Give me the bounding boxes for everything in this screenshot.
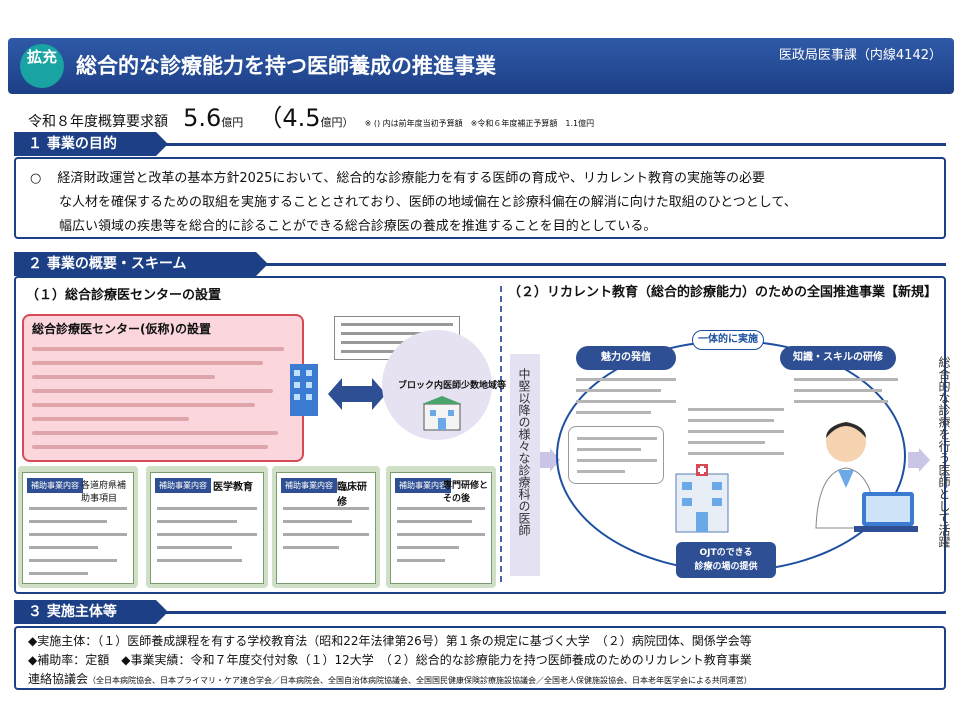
support-title-2: 医学教育	[213, 482, 253, 493]
support-title-4: 専門研修とその後	[443, 481, 489, 504]
left-vertical-label: 中堅以降の様々な診療科の医師	[517, 368, 531, 536]
section-2-rule	[260, 263, 946, 266]
support-box-2: 補助事業内容 医学教育	[150, 472, 264, 584]
budget-line: 令和８年度概算要求額 5.6億円 （4.5億円） ※ () 内は前年度当初予算額…	[28, 98, 594, 133]
impl-line-3-main: 連絡協議会	[28, 672, 89, 686]
attractiveness-pill: 魅力の発信	[576, 346, 676, 370]
support-tag-3: 補助事業内容	[281, 478, 337, 493]
left-vertical-band	[510, 354, 540, 576]
training-pill: 知識・スキルの研修	[780, 346, 896, 370]
section-1-heading: １ 事業の目的	[14, 132, 168, 156]
purpose-text-1: 経済財政運営と改革の基本方針2025において、総合的な診療能力を有する医師の育成…	[57, 171, 765, 186]
center-title: 総合診療医センター(仮称)の設置	[32, 322, 211, 336]
purpose-box: ○ 経済財政運営と改革の基本方針2025において、総合的な診療能力を有する医師の育…	[14, 157, 946, 239]
double-arrow-icon	[328, 378, 386, 410]
header-banner: 拡充 総合的な診療能力を持つ医師養成の推進事業 医政局医事課（内線4142）	[8, 38, 954, 94]
support-box-1: 補助事業内容 各道府県補助事項目	[22, 472, 134, 584]
budget-prev: （4.5	[258, 104, 321, 132]
ojt-line-1: OJTのできる	[699, 548, 753, 558]
scheme-box: （１）総合診療医センターの設置 （２）リカレント教育（総合的診療能力）のための全…	[14, 276, 951, 594]
section-2-heading: ２ 事業の概要・スキーム	[14, 252, 268, 276]
scheme-sub-2: （２）リカレント教育（総合的診療能力）のための全国推進事業【新規】	[508, 285, 938, 300]
integrated-pill: 一体的に実施	[692, 330, 764, 350]
section-1-rule	[160, 143, 946, 146]
doctor-at-laptop-icon	[815, 422, 918, 532]
ojt-site-box: OJTのできる 診療の場の提供	[676, 542, 776, 578]
training-text	[794, 378, 898, 411]
ojt-line-2: 診療の場の提供	[694, 562, 758, 572]
section-3-rule	[160, 611, 946, 614]
support-title-3: 臨床研修	[337, 482, 367, 508]
arrow-right-icon-2	[908, 448, 930, 472]
impl-line-1: ◆実施主体：（１）医師養成課程を有する学校教育法（昭和22年法律第26号）第１条…	[28, 634, 752, 648]
hospital-building-icon	[422, 396, 462, 431]
support-title-1: 各道府県補助事項目	[81, 481, 127, 504]
building-icon	[290, 364, 318, 416]
impl-line-2: ◆補助率：定額 ◆事業実績：令和７年度交付対象（１）12大学 （２）総合的な診療…	[28, 653, 752, 667]
purpose-line-1: ○ 経済財政運営と改革の基本方針2025において、総合的な診療能力を有する医師の育…	[30, 167, 930, 191]
support-box-3: 補助事業内容 臨床研修	[276, 472, 376, 584]
support-text-1	[29, 507, 127, 585]
ojt-text	[688, 408, 784, 463]
support-text-3	[283, 507, 369, 559]
support-box-4: 補助事業内容 専門研修とその後	[390, 472, 492, 584]
support-tag-2: 補助事業内容	[155, 478, 211, 493]
scheme-divider	[500, 286, 502, 582]
impl-line-3: 連絡協議会（全日本病院協会、日本プライマリ・ケア連合学会／日本病院会、全国自治体…	[28, 670, 932, 690]
center-text-placeholder	[32, 347, 294, 449]
hospital-icon	[675, 464, 729, 533]
budget-label: 令和８年度概算要求額	[28, 114, 168, 130]
scheme-sub-1: （１）総合診療医センターの設置	[26, 288, 222, 303]
budget-prev-unit: 億円）	[320, 116, 354, 129]
purpose-line-3: 幅広い領域の疾患等を総合的に診ることができる総合診療医の養成を推進することを目的…	[59, 219, 657, 234]
budget-unit: 億円	[221, 116, 244, 129]
budget-amount: 5.6	[183, 104, 222, 132]
support-tag-1: 補助事業内容	[27, 478, 83, 493]
impl-line-3-note: （全日本病院協会、日本プライマリ・ケア連合学会／日本病院会、全国自治体病院協議会…	[88, 676, 752, 685]
center-box: 総合診療医センター(仮称)の設置	[22, 314, 304, 462]
budget-note: ※ () 内は前年度当初予算額 ※令和６年度補正予算額 1.1億円	[364, 119, 595, 128]
support-text-2	[157, 507, 257, 572]
implementation-box: ◆実施主体：（１）医師養成課程を有する学校教育法（昭和22年法律第26号）第１条…	[14, 626, 946, 690]
expansion-badge: 拡充	[20, 44, 64, 88]
department-label: 医政局医事課（内線4142）	[778, 48, 942, 63]
example-bubble	[568, 426, 664, 484]
right-vertical-label: 総合的な診療を行う医師として活躍	[937, 356, 951, 548]
support-tag-4: 補助事業内容	[395, 478, 451, 493]
block-title: ブロック内医師少数地域等	[398, 381, 507, 391]
arrow-right-icon	[540, 448, 560, 472]
section-3-heading: ３ 実施主体等	[14, 600, 168, 624]
support-text-4	[397, 507, 485, 572]
attractiveness-text	[576, 378, 676, 422]
purpose-bullet: ○	[30, 171, 42, 186]
purpose-line-2: な人材を確保するための取組を実施することとされており、医師の地域偏在と診療科偏在…	[59, 195, 797, 210]
page-title: 総合的な診療能力を持つ医師養成の推進事業	[76, 54, 496, 78]
